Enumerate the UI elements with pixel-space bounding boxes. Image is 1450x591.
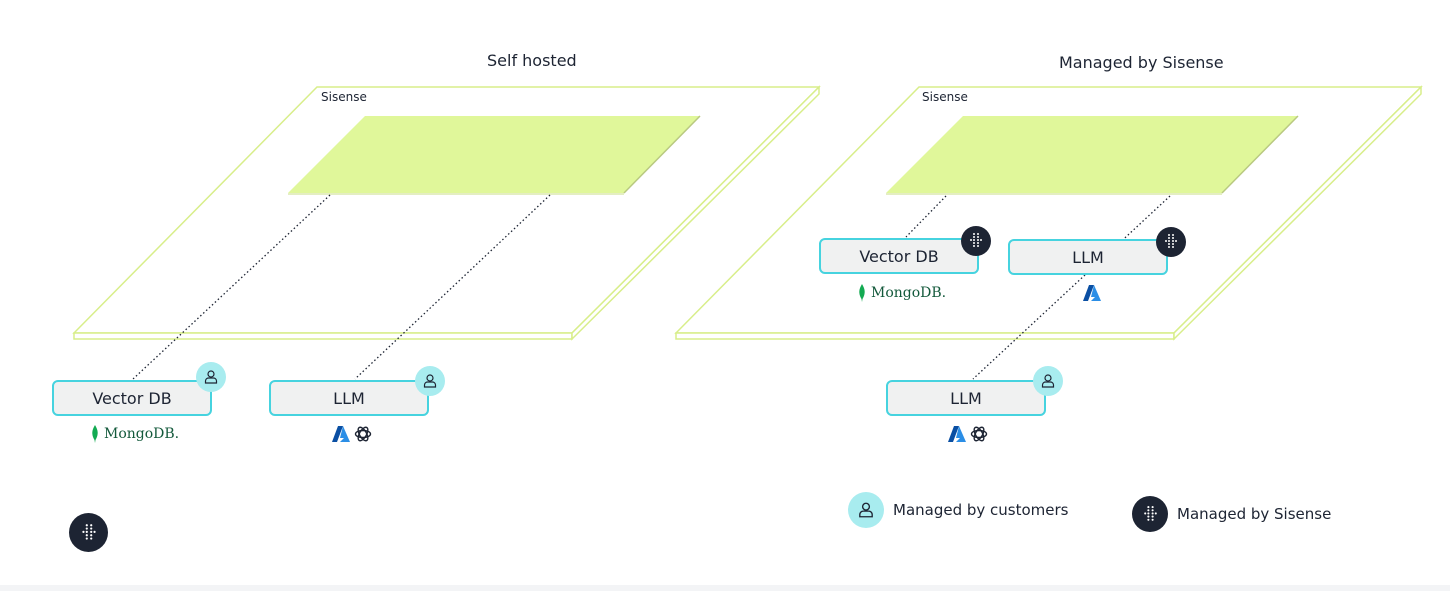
- self-llm-box: LLM: [269, 380, 429, 416]
- sisense-icon: [1143, 505, 1157, 521]
- connector-self-vector: [132, 194, 331, 380]
- self-vector-db-customer-badge: [196, 362, 226, 392]
- legend-sisense: Managed by Sisense: [1132, 496, 1331, 532]
- footer-strip: [0, 585, 1450, 591]
- connector-managed-llm: [972, 195, 1171, 380]
- managed-external-llm-customer-badge: [1033, 366, 1063, 396]
- managed-internal-llm-sisense-badge: [1156, 227, 1186, 257]
- openai-icon: [354, 426, 372, 442]
- legend-customers: Managed by customers: [848, 492, 1069, 528]
- legend-customer-badge: [848, 492, 884, 528]
- managed-internal-llm-box: LLM: [1008, 239, 1168, 275]
- self-mongodb-logo: MongoDB.: [91, 425, 179, 443]
- self-llm-logos: [331, 424, 373, 444]
- self-hosted-top-plane: [288, 115, 701, 195]
- mongodb-leaf-icon: [859, 284, 865, 302]
- openai-icon: [970, 426, 988, 442]
- self-mongodb-text: MongoDB.: [104, 426, 180, 442]
- connector-self-llm: [354, 194, 551, 380]
- mongodb-leaf-icon: [92, 425, 98, 443]
- self-hosted-platform-label: Sisense: [321, 90, 367, 104]
- sisense-icon: [81, 523, 96, 540]
- azure-icon: [332, 426, 350, 442]
- managed-mongodb-logo: MongoDB.: [858, 284, 946, 302]
- managed-vector-db-label: Vector DB: [859, 246, 939, 266]
- managed-mongodb-text: MongoDB.: [871, 285, 947, 301]
- legend-customers-label: Managed by customers: [893, 501, 1069, 519]
- managed-external-llm-logos: [947, 424, 989, 444]
- sisense-icon: [1165, 234, 1177, 248]
- managed-vector-db-box: Vector DB: [819, 238, 979, 274]
- self-vector-db-box: Vector DB: [52, 380, 212, 416]
- managed-platform-label: Sisense: [922, 90, 968, 104]
- managed-internal-llm-logos: [1082, 283, 1102, 303]
- managed-external-llm-label: LLM: [950, 388, 982, 408]
- person-icon: [1041, 374, 1055, 388]
- person-icon: [859, 502, 873, 518]
- managed-external-llm-box: LLM: [886, 380, 1046, 416]
- azure-icon: [1083, 285, 1101, 301]
- azure-icon: [948, 426, 966, 442]
- legend-sisense-label: Managed by Sisense: [1177, 505, 1332, 523]
- person-icon: [204, 370, 218, 384]
- managed-internal-llm-label: LLM: [1072, 247, 1104, 267]
- managed-title: Managed by Sisense: [1059, 53, 1224, 72]
- self-hosted-title: Self hosted: [487, 51, 577, 70]
- self-vector-db-label: Vector DB: [92, 388, 172, 408]
- sisense-logo-badge: [69, 513, 108, 552]
- connector-managed-vector: [905, 195, 947, 238]
- self-llm-label: LLM: [333, 388, 365, 408]
- person-icon: [423, 374, 437, 388]
- managed-top-plane: [886, 115, 1299, 195]
- legend-sisense-badge: [1132, 496, 1168, 532]
- self-llm-customer-badge: [415, 366, 445, 396]
- managed-vector-db-sisense-badge: [961, 226, 991, 256]
- sisense-icon: [970, 233, 982, 247]
